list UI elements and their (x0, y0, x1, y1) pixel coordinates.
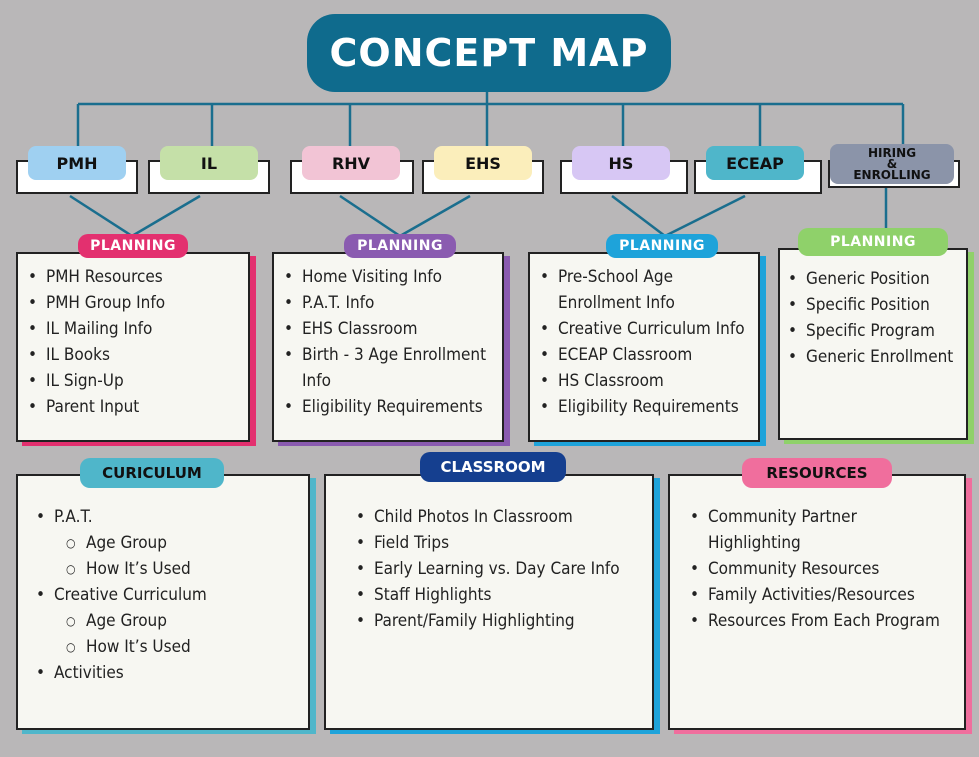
list-item: Birth - 3 Age Enrollment Info (280, 342, 496, 394)
list-item: P.A.T. Info (280, 290, 496, 316)
list-item: Creative Curriculum (32, 582, 294, 608)
list-item: Generic Position (784, 266, 962, 292)
list-item: Community Partner Highlighting (686, 504, 948, 556)
list-item: PMH Resources (24, 264, 242, 290)
list-item: Community Resources (686, 556, 948, 582)
planning-card-2: Home Visiting Info P.A.T. Info EHS Class… (272, 252, 504, 442)
list-item: Creative Curriculum Info (536, 316, 752, 342)
list-item: PMH Group Info (24, 290, 242, 316)
planning-card-4: Generic Position Specific Position Speci… (778, 248, 968, 440)
list-item: Child Photos In Classroom (352, 504, 626, 530)
planning-card-3: Pre-School Age Enrollment Info Creative … (528, 252, 760, 442)
list-item: Field Trips (352, 530, 626, 556)
list-item: Resources From Each Program (686, 608, 948, 634)
planning-tag-3: PLANNING (606, 234, 718, 258)
program-il: IL (160, 146, 258, 180)
list-item: HS Classroom (536, 368, 752, 394)
ampersand-line: & (886, 156, 898, 171)
resources-tag: RESOURCES (742, 458, 892, 488)
classroom-tag: CLASSROOM (420, 452, 566, 482)
list-item: IL Books (24, 342, 242, 368)
classroom-card: Child Photos In Classroom Field Trips Ea… (324, 474, 654, 730)
resources-card: Community Partner Highlighting Community… (668, 474, 966, 730)
list-item: Eligibility Requirements (536, 394, 752, 420)
program-rhv: RHV (302, 146, 400, 180)
program-eceap: ECEAP (706, 146, 804, 180)
list-subitem: How It’s Used (32, 556, 294, 582)
list-item: Specific Position (784, 292, 962, 318)
list-item: Activities (32, 660, 294, 686)
planning-tag-4: PLANNING (798, 228, 948, 256)
planning-tag-2: PLANNING (344, 234, 456, 258)
list-item: Family Activities/Resources (686, 582, 948, 608)
list-item: IL Mailing Info (24, 316, 242, 342)
list-subitem: Age Group (32, 530, 294, 556)
list-item: Early Learning vs. Day Care Info (352, 556, 626, 582)
planning-card-1: PMH Resources PMH Group Info IL Mailing … (16, 252, 250, 442)
list-item: Eligibility Requirements (280, 394, 496, 420)
curriculum-tag: CURICULUM (80, 458, 224, 488)
list-item: Parent/Family Highlighting (352, 608, 626, 634)
program-pmh: PMH (28, 146, 126, 180)
list-item: Staff Highlights (352, 582, 626, 608)
list-item: EHS Classroom (280, 316, 496, 342)
list-item: Pre-School Age Enrollment Info (536, 264, 752, 316)
planning-tag-1: PLANNING (78, 234, 188, 258)
list-item: Specific Program (784, 318, 962, 344)
list-item: IL Sign-Up (24, 368, 242, 394)
program-hiring-enrolling: HIRING & ENROLLING (830, 144, 954, 184)
list-subitem: How It’s Used (32, 634, 294, 660)
list-subitem: Age Group (32, 608, 294, 634)
program-hs: HS (572, 146, 670, 180)
list-item: ECEAP Classroom (536, 342, 752, 368)
list-item: Generic Enrollment (784, 344, 962, 370)
program-ehs: EHS (434, 146, 532, 180)
list-item: P.A.T. (32, 504, 294, 530)
list-item: Parent Input (24, 394, 242, 420)
list-item: Home Visiting Info (280, 264, 496, 290)
enrolling-line: ENROLLING (853, 167, 931, 182)
page-title: CONCEPT MAP (307, 14, 671, 92)
curriculum-card: P.A.T. Age Group How It’s Used Creative … (16, 474, 310, 730)
hiring-line: HIRING (867, 145, 917, 160)
